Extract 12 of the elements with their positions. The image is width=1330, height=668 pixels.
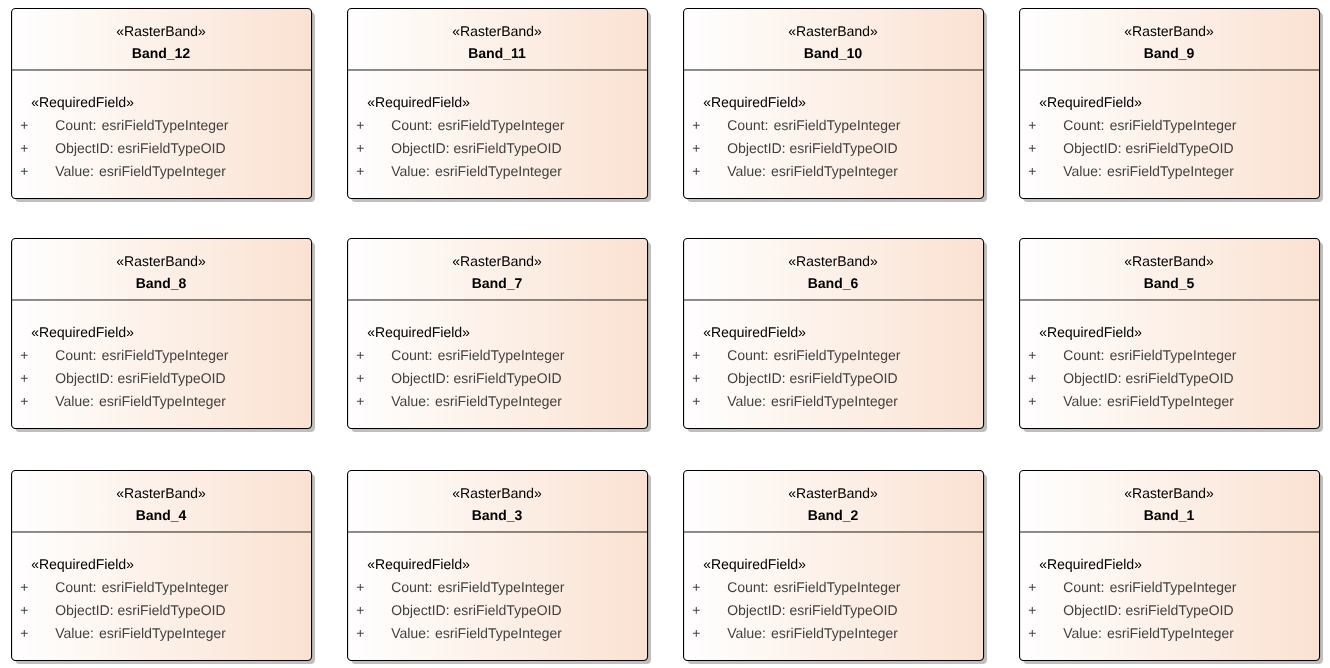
class-box: «RasterBand» Band_2 «RequiredField» + Count: esriFieldTypeInteger + ObjectID: esriFieldTypeOID + Value: esriFieldTypeInteger bbox=[682, 470, 987, 664]
class-box: «RasterBand» Band_5 «RequiredField» + Count: esriFieldTypeInteger + ObjectID: esriFieldTypeOID + Value: esriFieldTypeInteger bbox=[1018, 238, 1323, 432]
class-box: «RasterBand» Band_11 «RequiredField» + Count: esriFieldTypeInteger + ObjectID: esriFieldTypeOID + Value: esriFieldTypeInteger bbox=[346, 8, 651, 202]
class-box: «RasterBand» Band_9 «RequiredField» + Count: esriFieldTypeInteger + ObjectID: esriFieldTypeOID + Value: esriFieldTypeInteger bbox=[1018, 8, 1323, 202]
class-box: «RasterBand» Band_1 «RequiredField» + Count: esriFieldTypeInteger + ObjectID: esriFieldTypeOID + Value: esriFieldTypeInteger bbox=[1018, 470, 1323, 664]
class-box: «RasterBand» Band_7 «RequiredField» + Count: esriFieldTypeInteger + ObjectID: esriFieldTypeOID + Value: esriFieldTypeInteger bbox=[346, 238, 651, 432]
class-box: «RasterBand» Band_6 «RequiredField» + Count: esriFieldTypeInteger + ObjectID: esriFieldTypeOID + Value: esriFieldTypeInteger bbox=[682, 238, 987, 432]
class-box: «RasterBand» Band_4 «RequiredField» + Count: esriFieldTypeInteger + ObjectID: esriFieldTypeOID + Value: esriFieldTypeInteger bbox=[10, 470, 315, 664]
class-box: «RasterBand» Band_8 «RequiredField» + Count: esriFieldTypeInteger + ObjectID: esriFieldTypeOID + Value: esriFieldTypeInteger bbox=[10, 238, 315, 432]
class-box: «RasterBand» Band_12 «RequiredField» + Count: esriFieldTypeInteger + ObjectID: esriFieldTypeOID + Value: esriFieldTypeInteger bbox=[10, 8, 315, 202]
class-box: «RasterBand» Band_3 «RequiredField» + Count: esriFieldTypeInteger + ObjectID: esriFieldTypeOID + Value: esriFieldTypeInteger bbox=[346, 470, 651, 664]
class-box: «RasterBand» Band_10 «RequiredField» + Count: esriFieldTypeInteger + ObjectID: esriFieldTypeOID + Value: esriFieldTypeInteger bbox=[682, 8, 987, 202]
